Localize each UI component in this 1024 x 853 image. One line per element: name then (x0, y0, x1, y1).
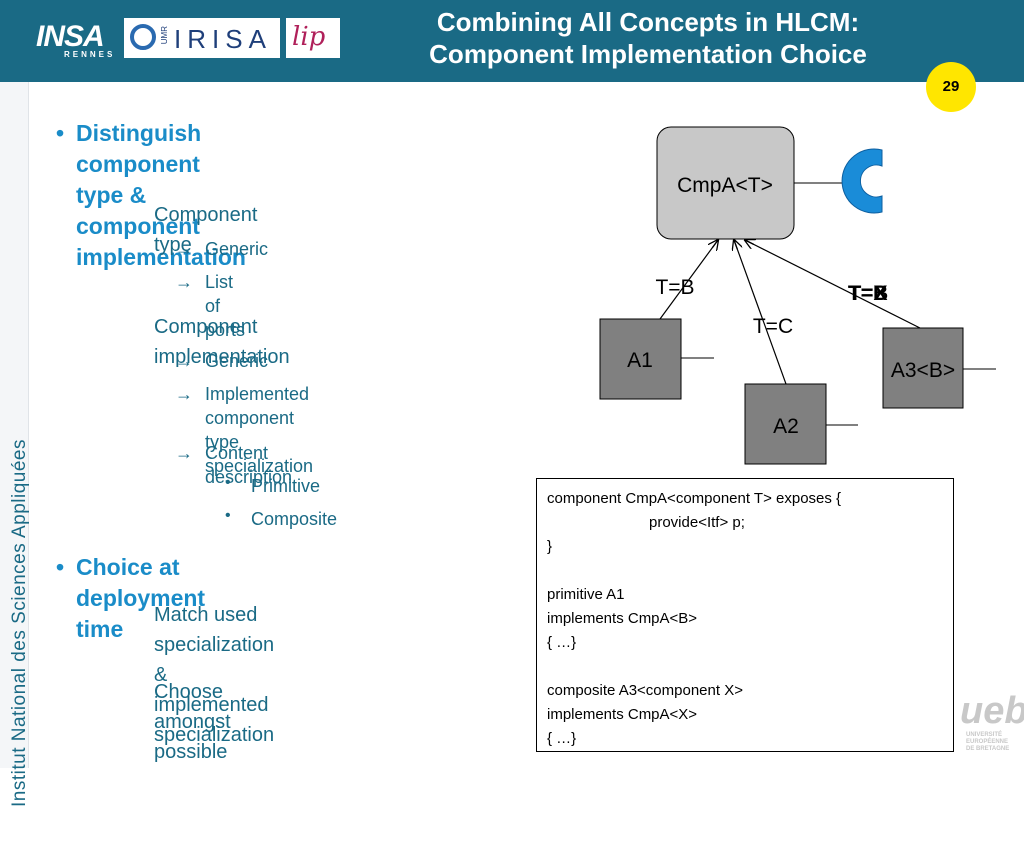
insa-logo-subtext: RENNES (64, 50, 116, 59)
bullet-dot-icon: • (225, 507, 231, 524)
header-bar: INSA RENNES UMR IRISA lip Combining All … (0, 0, 1024, 82)
code-line: { …} (547, 730, 577, 747)
code-listing: component CmpA<component T> exposes { pr… (536, 478, 954, 752)
heading-component-type: Component type (154, 204, 258, 256)
page-number-badge: 29 (926, 62, 976, 112)
arrow-a1-to-cmpa (659, 240, 718, 320)
arrow-right-icon: → (175, 443, 193, 463)
slide-title: Combining All Concepts in HLCM: Componen… (368, 6, 928, 70)
ueb-sub-line1: UNIVERSITÉ (966, 732, 1003, 738)
insa-logo-text: INSA (36, 20, 105, 53)
code-line: component CmpA<component T> exposes { (547, 490, 842, 507)
bullet-distinguish: • Distinguish component type & component… (56, 118, 246, 273)
item-impl-generic: → Generic (175, 349, 269, 373)
item-type-generic: → Generic (175, 237, 269, 261)
para-choose: Choose amongst possible (154, 681, 231, 763)
subitem-primitive-label: Primitive (251, 476, 321, 496)
item-impl-generic-label: Generic (205, 351, 269, 371)
para-match-line2: implemented specialization (154, 694, 275, 746)
subitem-composite-label: Composite (251, 509, 338, 529)
item-list-of-ports-label: List of ports (205, 272, 246, 340)
code-line (547, 559, 943, 583)
irisa-logo: UMR IRISA (124, 18, 280, 58)
slide-title-line1: Combining All Concepts in HLCM: (436, 7, 860, 37)
lip-logo: lip (286, 18, 340, 58)
item-list-of-ports: → List of ports (175, 270, 246, 342)
code-line: provide<Itf> p; (649, 514, 745, 531)
heading-component-implementation: Component implementation (154, 316, 290, 368)
bullet-choice-label: Choice at deployment time (76, 554, 206, 642)
code-line: composite A3<component X> (547, 682, 743, 699)
a2-label: A2 (773, 415, 799, 438)
subitem-composite: • Composite (225, 507, 338, 530)
code-line: primitive A1 (547, 586, 625, 603)
arrow-right-icon: → (175, 384, 193, 404)
code-line: } (547, 538, 553, 555)
edge-label-a3: T=X (848, 282, 887, 305)
bullet-choice: • Choice at deployment time (56, 552, 206, 645)
arrow-right-icon: → (175, 239, 193, 259)
arrow-right-icon: → (175, 351, 193, 371)
bullet-dot-icon: • (56, 120, 65, 146)
code-line: implements CmpA<X> (547, 706, 698, 723)
item-type-generic-label: Generic (205, 239, 269, 259)
cmpa-label: CmpA<T> (677, 174, 773, 197)
a1-box (599, 318, 682, 400)
ueb-sub-line3: DE BRETAGNE (966, 746, 1010, 752)
a3-box (882, 327, 964, 409)
irisa-logo-text: IRISA (174, 24, 272, 54)
arrow-a2-to-cmpa (734, 240, 787, 385)
insa-logo: INSA RENNES (22, 14, 122, 62)
code-line: { …} (547, 634, 577, 651)
bullet-dot-icon: • (225, 474, 231, 491)
subitem-primitive: • Primitive (225, 474, 321, 497)
edge-label-a1: T=B (655, 276, 694, 299)
slide-title-line2: Component Implementation Choice (429, 39, 867, 69)
a3-label: A3<B> (891, 359, 955, 382)
a2-box (744, 383, 827, 465)
irisa-swirl-icon (130, 24, 156, 50)
item-content-description: → Content description (175, 441, 293, 489)
item-implemented-specialization-line2: specialization (205, 456, 314, 476)
edge-label-a2: T=C (753, 315, 793, 338)
provided-port-icon (841, 148, 883, 214)
code-line: implements CmpA<B> (547, 610, 698, 627)
ueb-watermark-subtext: UNIVERSITÉ EUROPÉENNE DE BRETAGNE (966, 732, 1009, 753)
item-content-description-label: Content description (205, 443, 293, 487)
a1-label: A1 (627, 349, 653, 372)
bullet-distinguish-line1: Distinguish component type & (76, 120, 202, 208)
edge-label-a3-overlay: T=B (848, 282, 888, 305)
arrow-a3-to-cmpa (745, 240, 921, 329)
item-implemented-specialization-line1: Implemented component type (205, 384, 310, 452)
component-diagram: CmpA<T> A1 A2 A3<B> T=B T=C T=X T=B (599, 126, 996, 465)
bullet-dot-icon: • (56, 554, 65, 580)
ueb-sub-line2: EUROPÉENNE (966, 739, 1009, 745)
para-match-line1: Match used specialization & (154, 604, 275, 686)
para-match: Match used specialization & implemented … (154, 600, 274, 750)
arrow-right-icon: → (175, 272, 193, 292)
item-implemented-specialization: → Implemented component type specializat… (175, 382, 314, 478)
code-line (547, 655, 943, 679)
ueb-watermark-logo: ueb (960, 690, 1024, 732)
lip-logo-text: lip (292, 22, 326, 52)
sidebar-strip: Institut National des Sciences Appliquée… (0, 82, 30, 807)
bullet-distinguish-line2: component implementation (76, 213, 246, 270)
